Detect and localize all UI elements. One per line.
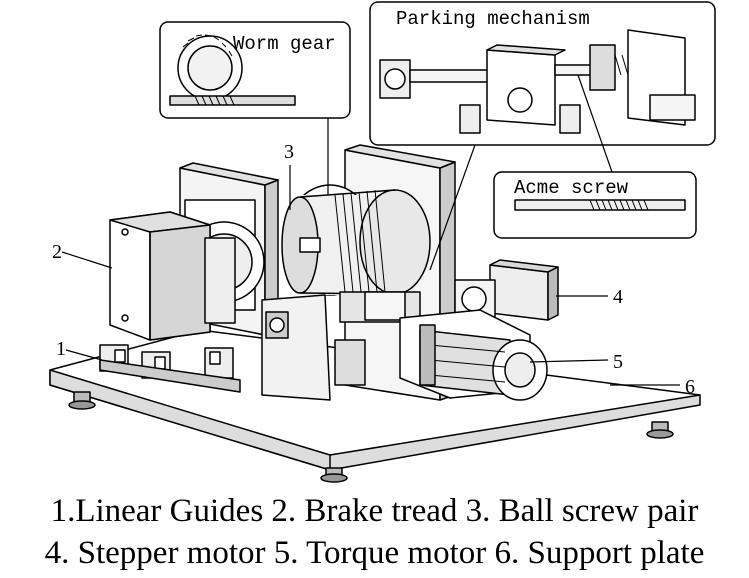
label-3: 3 — [284, 141, 294, 163]
leader-lines — [61, 165, 680, 386]
acme-screw-label: Acme screw — [514, 177, 629, 199]
label-1: 1 — [56, 338, 66, 360]
callout-acme-screw — [493, 74, 697, 239]
callout-worm-gear — [159, 21, 351, 195]
ball-screw-pair — [281, 184, 431, 296]
label-2: 2 — [52, 241, 62, 263]
test-bench-drawing: Worm gear Parking mechanism Acme screw 1… — [49, 1, 716, 483]
label-5: 5 — [613, 351, 623, 373]
torque-motor — [399, 309, 548, 401]
linear-guides — [99, 344, 241, 393]
label-4: 4 — [613, 286, 623, 308]
center-bracket — [261, 291, 421, 401]
gear-teeth — [334, 189, 386, 293]
caption-line-1: 1.Linear Guides 2. Brake tread 3. Ball s… — [50, 493, 699, 529]
support-feet — [68, 391, 674, 483]
parking-mechanism-label: Parking mechanism — [396, 8, 590, 30]
brake-tread — [109, 211, 236, 341]
caption-line-2: 4. Stepper motor 5. Torque motor 6. Supp… — [44, 535, 705, 571]
label-6: 6 — [685, 376, 695, 398]
callout-parking-mechanism — [369, 1, 716, 271]
worm-gear-label: Worm gear — [233, 33, 336, 55]
